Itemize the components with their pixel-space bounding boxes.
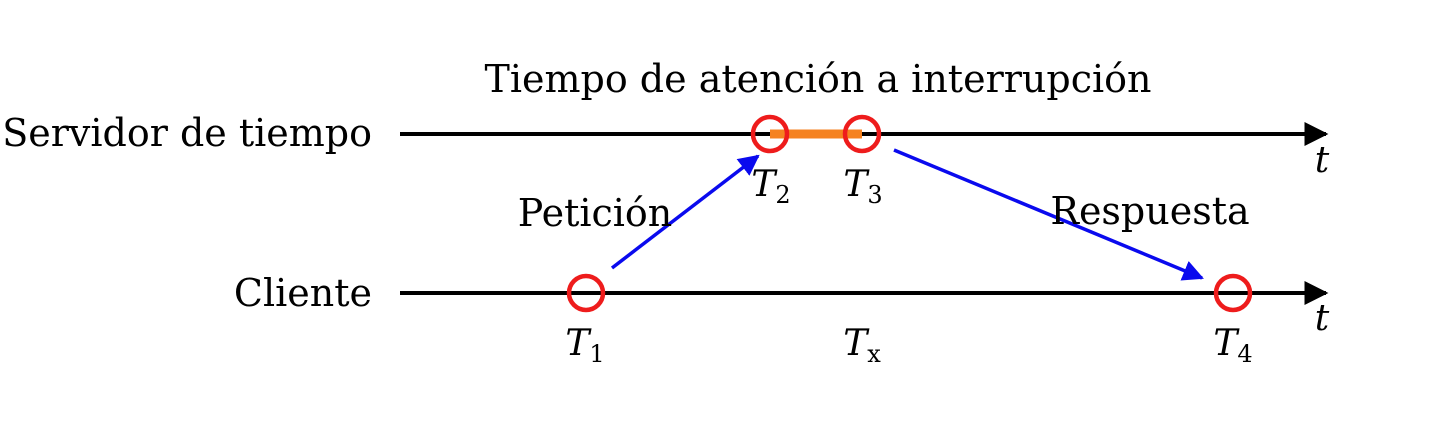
event-t2-label: T2 (751, 164, 790, 209)
event-t3-circle (842, 114, 882, 154)
client-line-label: Cliente (234, 271, 372, 315)
event-t4-circle (1213, 273, 1253, 313)
server-line-label: Servidor de tiempo (2, 111, 372, 155)
response-arrow (893, 148, 1204, 281)
event-t2-circle (750, 114, 790, 154)
diagram-title: Tiempo de atención a interrupción (485, 57, 1152, 101)
response-label: Respuesta (1050, 189, 1249, 233)
request-label: Petición (518, 191, 673, 235)
event-t3-label: T3 (843, 164, 882, 209)
server-axis-symbol: t (1315, 140, 1330, 181)
event-tx-label: Tx (843, 323, 881, 368)
event-t1-circle (566, 273, 606, 313)
request-arrow (610, 154, 760, 270)
client-axis-symbol: t (1315, 298, 1330, 339)
event-t4-label: T4 (1213, 323, 1252, 368)
event-t1-label: T1 (565, 323, 604, 368)
